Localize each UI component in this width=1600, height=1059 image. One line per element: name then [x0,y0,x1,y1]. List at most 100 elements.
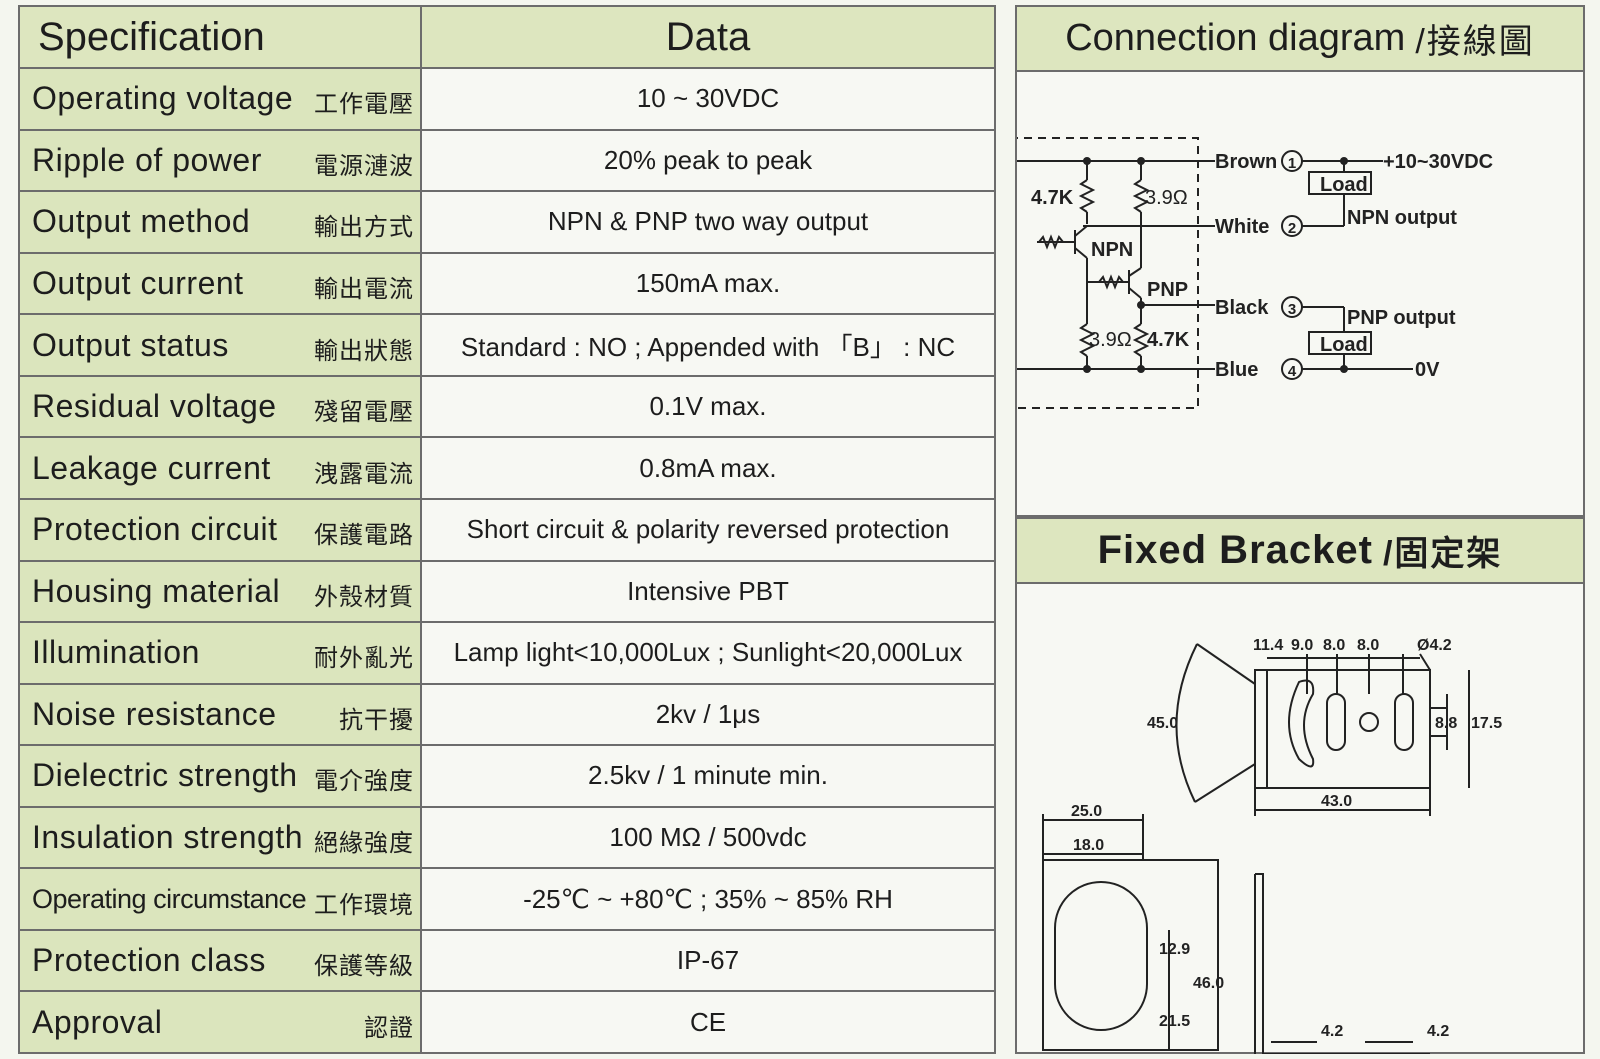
dim-25: 25.0 [1071,803,1102,820]
spec-name-en: Output current [32,264,244,301]
label-r-3r9-bottom: 3.9Ω [1089,329,1132,351]
spec-name-en: Housing material [32,572,281,609]
spec-value: Lamp light<10,000Lux ; Sunlight<20,000Lu… [420,621,996,685]
spec-name-en: Ripple of power [32,141,262,178]
spec-value: NPN & PNP two way output [420,190,996,254]
angle-arc [1175,643,1198,803]
connection-diagram-title-zh: /接線圖 [1415,23,1535,61]
spec-name-en: Protection circuit [32,511,278,548]
spec-name-cell: Protection class 保護等級 [18,928,422,993]
spec-name-cell: Dielectric strength 電介強度 [18,744,422,808]
load-box-2 [1308,331,1372,355]
spec-value: IP-67 [420,928,996,993]
spec-name-cell: Protection circuit 保護電路 [18,497,422,562]
spec-name-en: Output method [32,203,251,240]
dim-45: 45.0 [1147,715,1178,732]
spec-name-zh: 洩露電流 [314,460,414,488]
spec-value: -25℃ ~ +80℃ ; 35% ~ 85% RH [420,867,996,931]
load-box-1 [1308,171,1372,195]
mount-hole [1359,712,1379,732]
label-r-4k7-top: 4.7K [1031,187,1074,209]
spec-name-zh: 保護電路 [314,522,414,550]
dim-21-5: 21.5 [1159,1013,1190,1030]
spec-name-cell: Leakage current 洩露電流 [18,436,422,500]
slot-1 [1326,693,1346,751]
connection-diagram-panel: Connection diagram /接線圖 [1009,5,1585,517]
resistor-3r9-bottom [1078,323,1096,357]
spec-name-zh: 殘留電壓 [314,399,414,427]
spec-column-header: Specification [18,5,422,69]
dim-46: 46.0 [1193,975,1224,992]
label-load-1: Load [1320,174,1368,196]
spec-name-zh: 輸出狀態 [314,337,414,365]
bracket-front-view [1042,859,1219,1051]
label-white: White [1215,216,1269,238]
spec-value: 20% peak to peak [420,128,996,193]
label-black: Black [1215,297,1269,319]
label-npn-output: NPN output [1347,207,1457,229]
connection-diagram-header: Connection diagram /接線圖 [1017,7,1583,72]
dim-8-0-a: 8.0 [1323,637,1345,654]
label-r-3r9-top: 3.9Ω [1145,187,1188,209]
spec-name-zh: 電介強度 [314,768,414,796]
slot-arc [1288,679,1315,768]
spec-name-zh: 外殼材質 [314,583,414,611]
spec-name-en: Protection class [32,942,266,979]
spec-value: Short circuit & polarity reversed protec… [420,497,996,562]
label-npn: NPN [1091,239,1133,261]
dim-hole-diameter: Ø4.2 [1417,637,1452,654]
dim-4-2-a: 4.2 [1321,1023,1343,1040]
fixed-bracket-header: Fixed Bracket /固定架 [1017,519,1583,584]
fixed-bracket-panel: Fixed Bracket /固定架 [1015,517,1585,1059]
spec-value: Standard : NO ; Appended with 「B」 : NC [420,313,996,377]
spec-name-en: Dielectric strength [32,757,298,794]
spec-value: 150mA max. [420,251,996,316]
fixed-bracket-title-zh: /固定架 [1382,535,1503,573]
dim-8-8: 8.8 [1435,715,1457,732]
slot-2 [1394,693,1414,751]
spec-name-en: Operating voltage [32,80,294,117]
spec-value: 100 MΩ / 500vdc [420,805,996,870]
terminal-3-number: 3 [1288,301,1296,318]
spec-name-cell: Operating voltage 工作電壓 [18,67,422,131]
dim-9-0: 9.0 [1291,637,1313,654]
terminal-2-number: 2 [1288,220,1296,237]
fixed-bracket-title: Fixed Bracket [1097,528,1373,572]
spec-name-en: Approval [32,1003,163,1040]
spec-name-zh: 絕緣強度 [314,830,414,858]
spec-name-en: Noise resistance [32,695,277,732]
resistor-4k7-bottom [1132,323,1150,357]
label-load-2: Load [1320,334,1368,356]
dim-4-2-b: 4.2 [1427,1023,1449,1040]
spec-name-cell: Housing material 外殼材質 [18,559,422,624]
spec-name-en: Leakage current [32,449,271,486]
label-brown: Brown [1215,151,1277,173]
spec-value: 10 ~ 30VDC [420,67,996,131]
spec-name-zh: 工作環境 [314,891,414,919]
connection-diagram-title: Connection diagram [1065,17,1406,59]
dim-18: 18.0 [1073,837,1104,854]
spec-name-zh: 工作電壓 [314,91,414,119]
spec-name-zh: 保護等級 [314,953,414,981]
dim-11-4: 11.4 [1253,637,1283,654]
label-supply-voltage: +10~30VDC [1383,151,1493,173]
bracket-top-view [1254,669,1431,789]
